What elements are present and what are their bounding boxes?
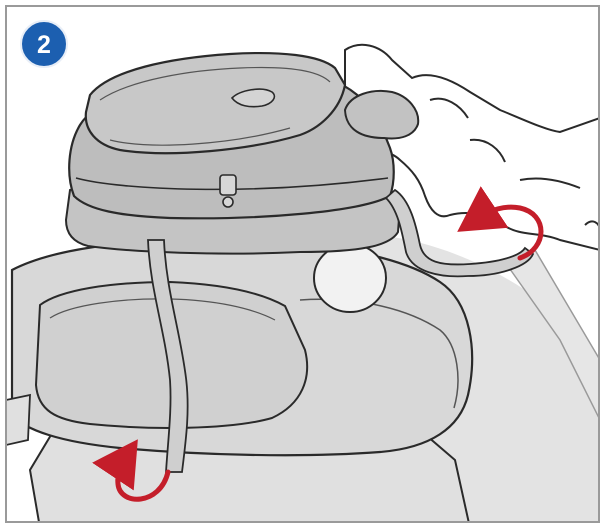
step-badge: 2: [21, 21, 67, 67]
bag-buckle: [220, 175, 236, 207]
frame-left: [6, 395, 30, 445]
step-number: 2: [37, 31, 51, 59]
fuel-cap: [314, 244, 386, 312]
